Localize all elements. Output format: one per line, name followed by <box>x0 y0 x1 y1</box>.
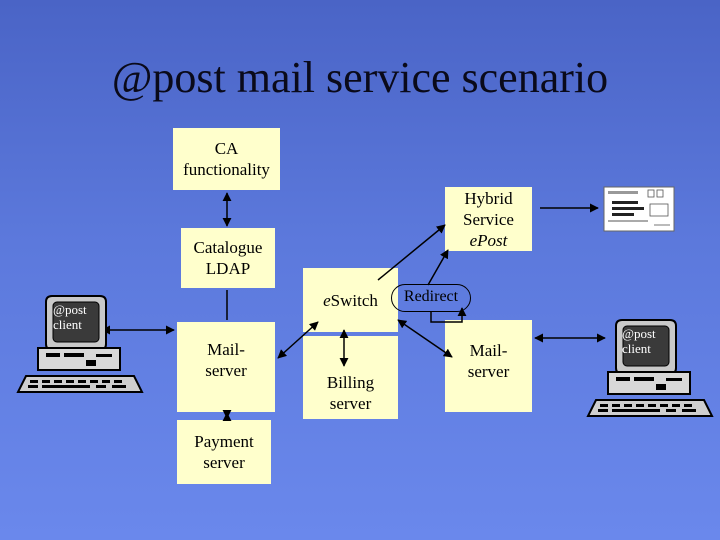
slide-title: @post mail service scenario <box>111 53 609 102</box>
ca-line-1: CA <box>214 139 239 158</box>
computer-terminal-icon <box>586 319 714 417</box>
mail-right-line-2: server <box>467 362 510 381</box>
hybrid-line-2: Service <box>463 209 514 229</box>
arrow-eswitch-mail-right <box>397 319 453 358</box>
client-left-label: @post client <box>53 302 87 332</box>
mail-server-right-box: Mail-server <box>445 320 532 412</box>
arrow-mail-eswitch <box>277 321 319 359</box>
payment-server-box: Payment server <box>177 420 271 484</box>
payment-line-2: server <box>203 453 245 472</box>
eswitch-box: eSwitch <box>303 268 398 332</box>
catalogue-line-2: LDAP <box>205 259 251 278</box>
billing-line-2: server <box>329 394 372 413</box>
billing-line-1: Billing <box>326 373 375 392</box>
client-left-line-1: @post <box>53 302 87 317</box>
mail-right-line-1: Mail- <box>469 341 508 360</box>
billing-server-box: Billing server <box>303 336 398 419</box>
eswitch-label: eSwitch <box>323 291 378 310</box>
arrow-eswitch-hybrid <box>377 224 446 281</box>
hybrid-epost-text: ePost <box>469 230 508 250</box>
hybrid-line-1: Hybrid <box>464 188 513 208</box>
arrow-redirect-mail-right <box>430 307 467 323</box>
mail-left-line-2: server <box>205 361 247 380</box>
ca-line-2: functionality <box>183 160 270 179</box>
catalogue-line-1: Catalogue <box>193 238 263 257</box>
payment-line-1: Payment <box>194 432 254 451</box>
client-right-label: @post client <box>622 326 656 356</box>
mail-left-line-1: Mail- <box>207 340 245 359</box>
mail-server-left-box: Mail-server <box>177 322 275 412</box>
client-right-line-1: @post <box>622 326 656 341</box>
arrow-redirect-hybrid <box>427 249 449 286</box>
client-right-line-2: client <box>622 341 651 356</box>
ca-functionality-box: CA functionality <box>173 128 280 190</box>
hybrid-line-3: ePost <box>470 231 508 250</box>
computer-terminal-icon <box>16 295 144 393</box>
client-left-line-2: client <box>53 317 82 332</box>
printed-letter-icon <box>603 186 675 232</box>
